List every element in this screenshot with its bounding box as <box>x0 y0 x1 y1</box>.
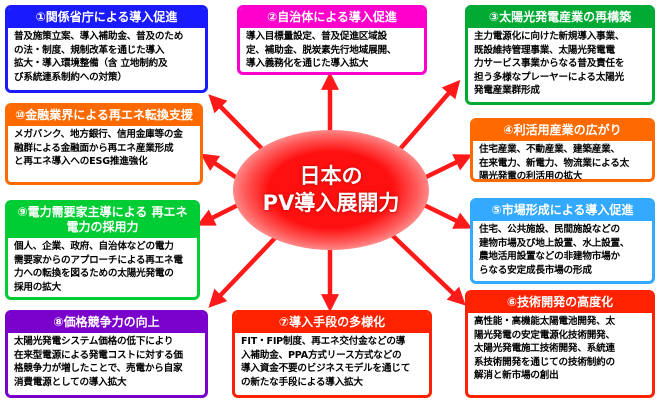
box-line: 農地活用設置などの非建物市場か <box>479 251 620 263</box>
box-line: 定、補助金、脱炭素先行地域展開、 <box>246 44 397 56</box>
box-line: 高性能・高機能太陽電池開発、太 <box>474 316 615 327</box>
center-title-line2: PV導入展開力 <box>262 191 400 215</box>
box-ministry-promotion: ①関係省庁による導入促進 普及施策立案、導入補助金、普及のため の法・制度、規制… <box>5 5 208 93</box>
box-price-title: ⑧価格競争力の向上 <box>8 313 205 333</box>
box-tech-development: ⑥技術開発の高度化 高性能・高機能太陽電池開発、太 陽光発電の安定電源化技術開発… <box>465 290 655 398</box>
box-municipal-title: ②自治体による導入促進 <box>240 8 424 28</box>
arrow-to-b5 <box>423 202 473 229</box>
box-line: 陽光発電の安定電源化技術開発、 <box>474 329 615 341</box>
box-price-competitiveness: ⑧価格競争力の向上 太陽光発電システム価格の低下により 在来型電源による発電コス… <box>5 310 208 398</box>
center-hub: 日本の PV導入展開力 <box>233 130 429 250</box>
box-ministry-title: ①関係省庁による導入促進 <box>8 8 205 28</box>
box-line: 導入資金不要のビジネスモデルを通じて <box>241 363 411 375</box>
box-line: と再エネ導入へのESG推進強化 <box>14 156 148 168</box>
box-line: 在来型電源による発電コストに対する価 <box>14 349 183 361</box>
box-ministry-body: 普及施策立案、導入補助金、普及のため の法・制度、規制改革を通じた導入 拡大・導… <box>8 28 205 86</box>
arrow-to-b4 <box>419 154 473 183</box>
box-line: 力サービス事業からなる普及責任を <box>474 58 625 70</box>
box-utilization-body: 住宅産業、不動産業、建築産業、 在来電力、新電力、物流業による太 陽光発電の利活… <box>473 141 652 182</box>
arrow-to-b9 <box>196 202 240 226</box>
box-municipal-body: 導入目標量設定、普及促進区域設 定、補助金、脱炭素先行地域展開、 導入義務化を通… <box>240 28 424 72</box>
box-demand-title: ⑨電力需要家主導による 再エネ電力の採用力 <box>8 203 197 238</box>
box-line: 住宅、公共施設、民間施設などの <box>479 224 620 235</box>
box-line: 力への転換を図るための太陽光発電の <box>14 268 174 280</box>
box-finance-title: ⑩金融業界による再エネ転換支援 <box>8 106 200 126</box>
box-line: 格競争力が増したことで、売電から自家 <box>14 363 183 375</box>
box-line: 主力電源化に向けた新規導入事業、 <box>474 31 625 42</box>
box-line: 太陽光発電システム価格の低下により <box>14 336 174 347</box>
arrow-to-b6 <box>390 233 466 306</box>
box-pv-industry-rebuild: ③太陽光発電産業の再構築 主力電源化に向けた新規導入事業、 既設維持管理事業、太… <box>465 5 655 105</box>
box-line: の法・制度、規制改革を通じた導入 <box>14 44 165 56</box>
box-demand-body: 個人、企業、政府、自治体などの電力 需要家からのアプローチによる再エネ電 力への… <box>8 238 197 296</box>
box-market-title: ⑤市場形成による導入促進 <box>473 201 652 221</box>
box-utilization-title: ④利活用産業の広がり <box>473 121 652 141</box>
box-line: の新たな手段による導入拡大 <box>241 376 363 388</box>
center-title-line1: 日本の <box>299 164 363 188</box>
box-line: FIT・FIP制度、再エネ交付金などの導 <box>241 336 406 347</box>
box-price-body: 太陽光発電システム価格の低下により 在来型電源による発電コストに対する価 格競争… <box>8 333 205 391</box>
arrow-to-b8 <box>208 236 277 308</box>
box-line: 導入義務化を通じた導入拡大 <box>246 58 369 70</box>
box-market-formation: ⑤市場形成による導入促進 住宅、公共施設、民間施設などの 建物市場及び地上設置、… <box>470 198 655 284</box>
box-line: メガバンク、地方銀行、信用金庫等の金 <box>14 129 183 140</box>
box-line: 個人、企業、政府、自治体などの電力 <box>14 241 174 252</box>
box-market-body: 住宅、公共施設、民間施設などの 建物市場及び地上設置、水上設置、 農地活用設置な… <box>473 221 652 279</box>
box-tech-body: 高性能・高機能太陽電池開発、太 陽光発電の安定電源化技術開発、 太陽光発電施工技… <box>468 313 652 385</box>
box-line: 担う多様なプレーヤーによる太陽光 <box>474 71 625 83</box>
box-means-body: FIT・FIP制度、再エネ交付金などの導 入補助金、PPA方式リース方式などの … <box>235 333 429 391</box>
box-means-diversification: ⑦導入手段の多様化 FIT・FIP制度、再エネ交付金などの導 入補助金、PPA方… <box>232 310 432 398</box>
box-finance-support: ⑩金融業界による再エネ転換支援 メガバンク、地方銀行、信用金庫等の金 融群による… <box>5 103 203 185</box>
box-line: 既設維持管理事業、太陽光発電電 <box>474 44 615 56</box>
box-line: 採用の拡大 <box>14 281 61 293</box>
box-line: 解消と新市場の創出 <box>474 370 559 382</box>
box-line: 入補助金、PPA方式リース方式などの <box>241 349 402 361</box>
box-line: 発電産業群形成 <box>474 85 540 97</box>
box-line: 消費電源としての導入拡大 <box>14 376 127 388</box>
box-municipal-promotion: ②自治体による導入促進 導入目標量設定、普及促進区域設 定、補助金、脱炭素先行地… <box>237 5 427 75</box>
box-pv-industry-title: ③太陽光発電産業の再構築 <box>468 8 652 28</box>
box-line: 普及施策立案、導入補助金、普及のため <box>14 31 184 42</box>
box-line: 需要家からのアプローチによる再エネ電 <box>14 254 183 266</box>
box-line: 住宅産業、不動産業、建築産業、 <box>479 144 620 155</box>
box-finance-body: メガバンク、地方銀行、信用金庫等の金 融群による金融面から再エネ産業形成 と再エ… <box>8 126 200 171</box>
box-line: 太陽光発電施工技術開発、系統連 <box>474 343 615 355</box>
box-tech-title: ⑥技術開発の高度化 <box>468 293 652 313</box>
box-line: 導入目標量設定、普及促進区域設 <box>246 31 387 42</box>
box-utilization-industry: ④利活用産業の広がり 住宅産業、不動産業、建築産業、 在来電力、新電力、物流業に… <box>470 118 655 182</box>
box-line: 拡大・導入環境整備（含 立地制約及 <box>14 58 168 70</box>
box-line: 在来電力、新電力、物流業による太 <box>479 157 630 169</box>
box-line: び系統連系制約への対策） <box>14 71 127 83</box>
box-line: 融群による金融面から再エネ産業形成 <box>14 142 174 154</box>
box-line: らなる安定成長市場の形成 <box>479 264 592 276</box>
box-means-title: ⑦導入手段の多様化 <box>235 313 429 333</box>
box-line: 陽光発電の利活用の拡大 <box>479 171 583 182</box>
box-line: 建物市場及び地上設置、水上設置、 <box>479 237 630 249</box>
box-demand-led-adoption: ⑨電力需要家主導による 再エネ電力の採用力 個人、企業、政府、自治体などの電力 … <box>5 200 200 300</box>
box-pv-industry-body: 主力電源化に向けた新規導入事業、 既設維持管理事業、太陽光発電電 力サービス事業… <box>468 28 652 100</box>
box-line: 系技術開発を通じての技術制約の <box>474 356 615 368</box>
